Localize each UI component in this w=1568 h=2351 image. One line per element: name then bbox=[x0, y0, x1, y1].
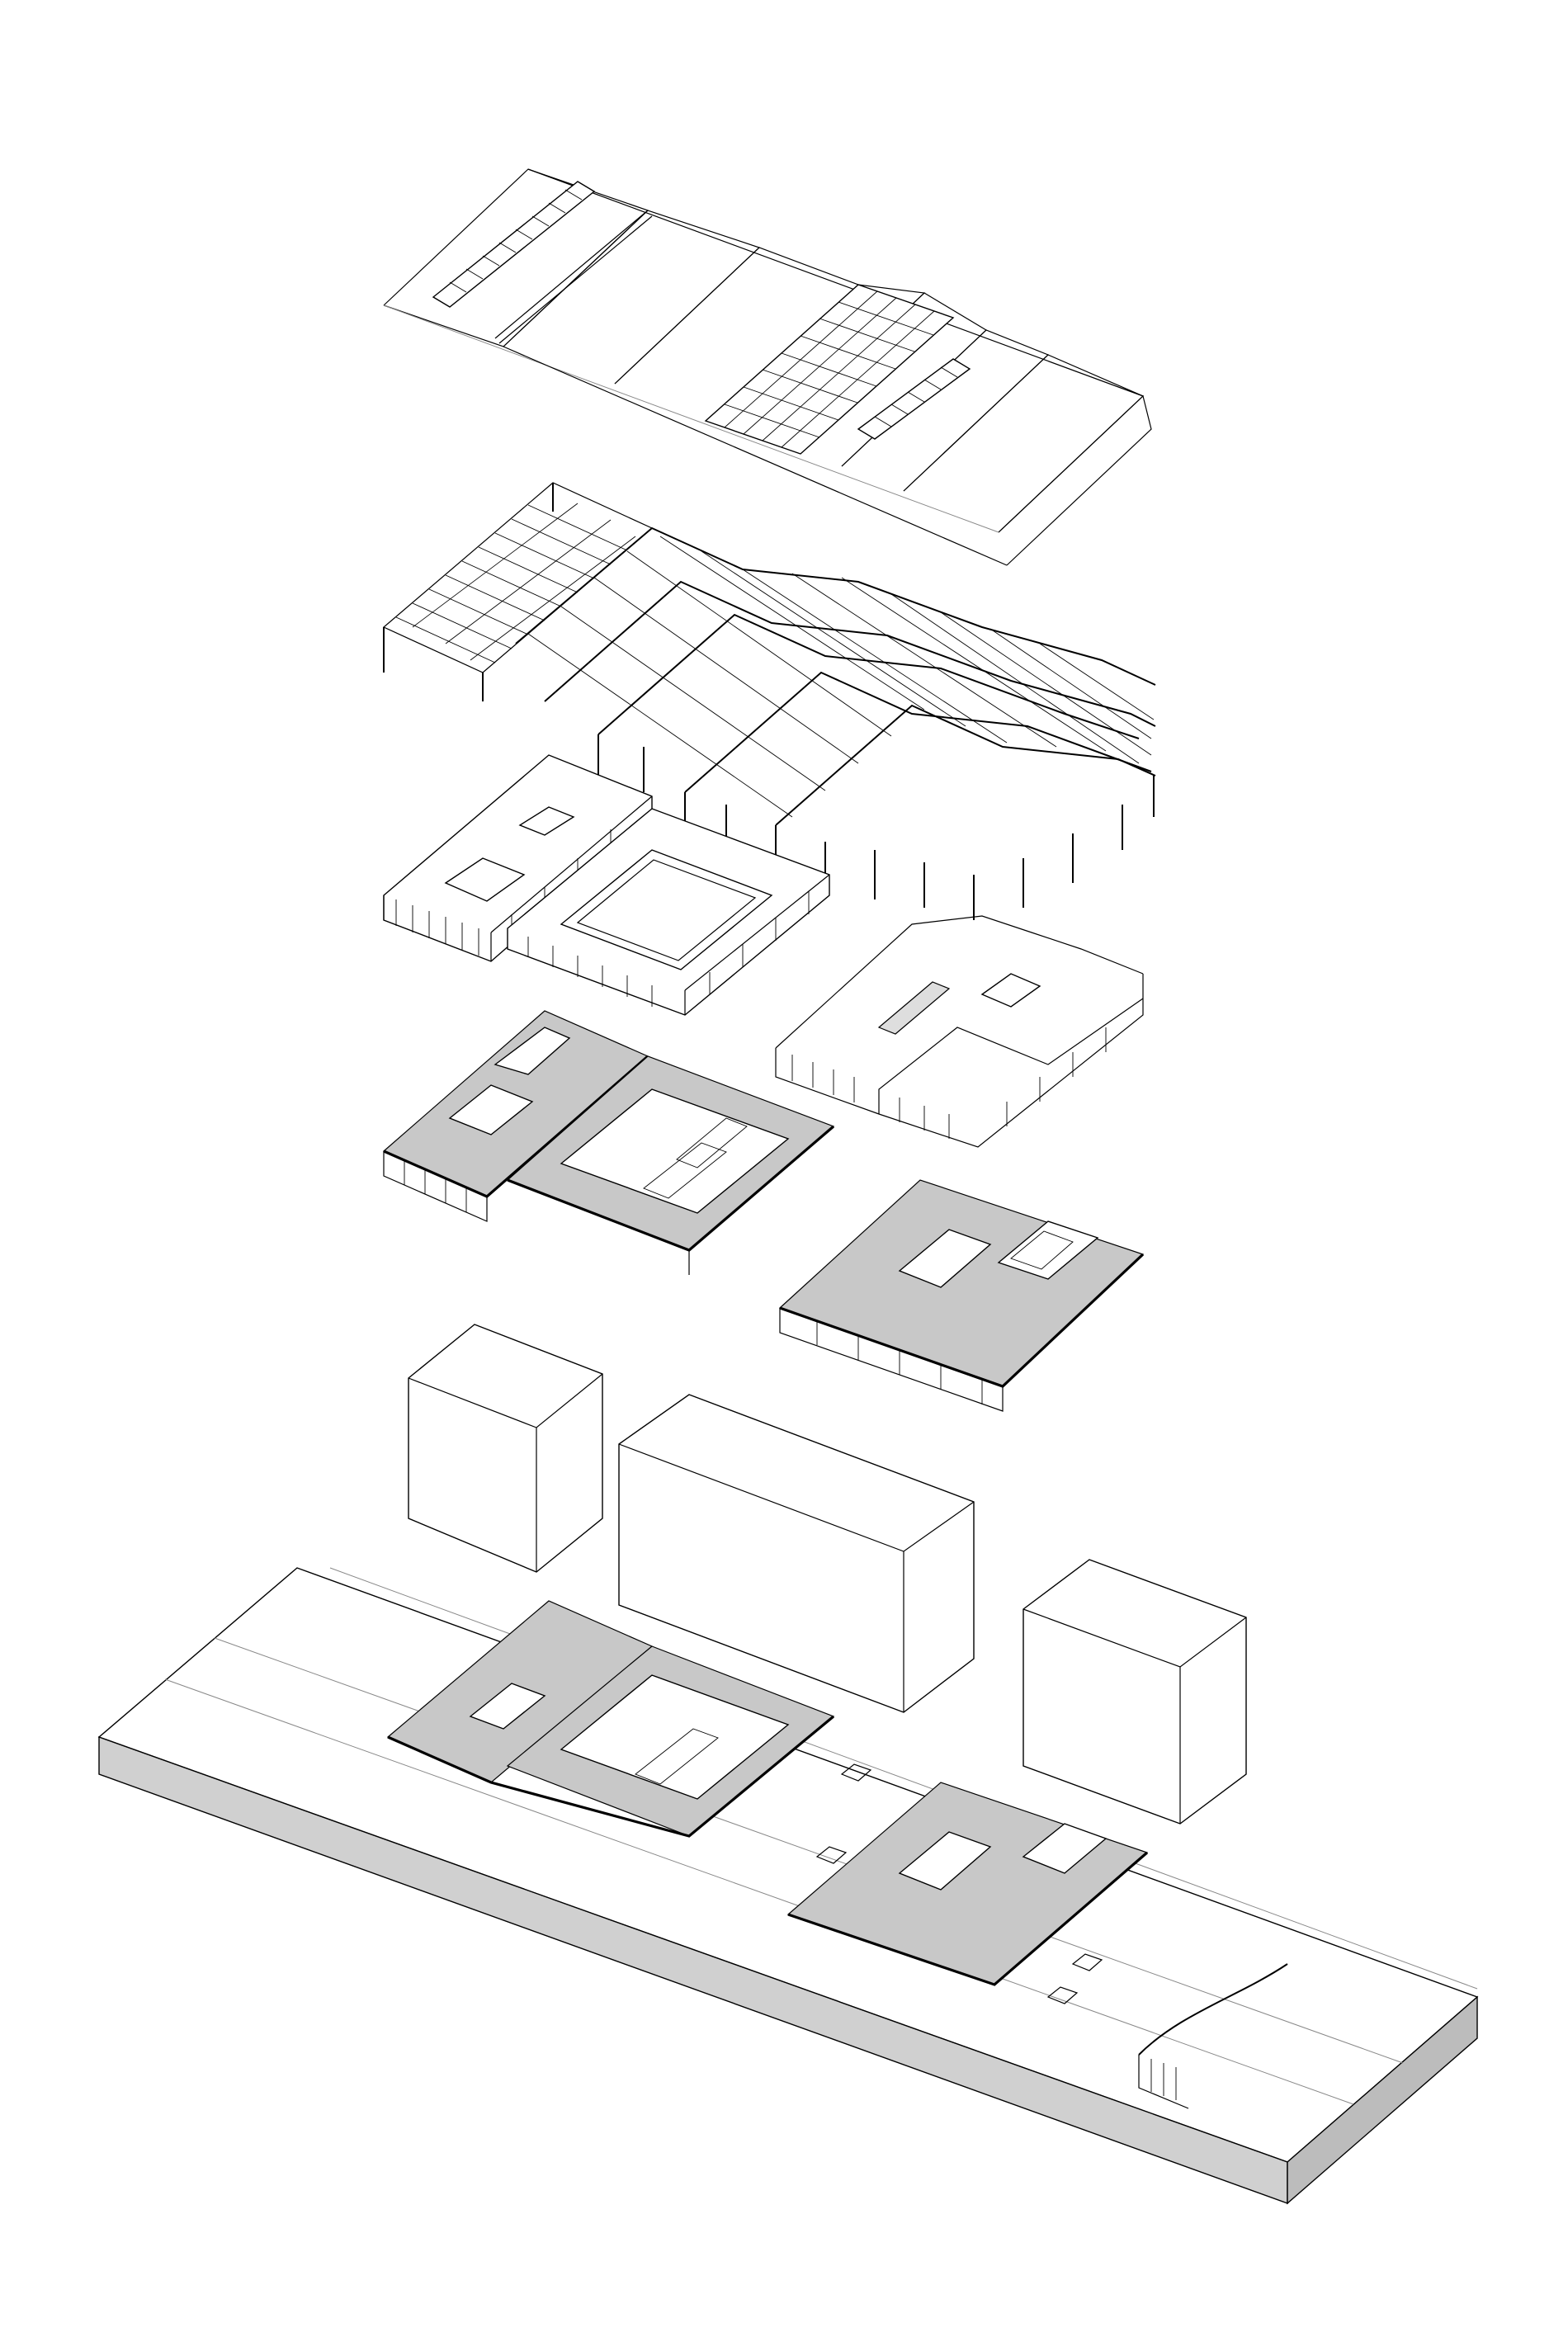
neighbour-block-1 bbox=[408, 1324, 603, 1573]
parking-bays bbox=[815, 1763, 1103, 2004]
roof-cladding-layer bbox=[383, 168, 1152, 566]
ground-site-layer bbox=[97, 1324, 1479, 2205]
frame-grid bbox=[527, 536, 1155, 818]
cafe-tables bbox=[1022, 1823, 1108, 1874]
neighbour-block-3 bbox=[1023, 1559, 1247, 1825]
steel-frame-layer bbox=[382, 482, 1156, 920]
upper-floors-layer bbox=[382, 1010, 1145, 1412]
envelope-mullions-east bbox=[791, 1027, 1107, 1139]
auditorium-seating-ground bbox=[635, 1728, 719, 1785]
floor-mullions-left bbox=[404, 1160, 467, 1212]
frame-columns bbox=[597, 734, 1155, 920]
upper-envelope-layer bbox=[383, 754, 1144, 1148]
glazed-roof-grid bbox=[724, 290, 935, 448]
pavilion bbox=[1138, 1963, 1288, 2109]
truss-web-left bbox=[395, 503, 636, 663]
floor-mullions-right bbox=[816, 1320, 983, 1404]
envelope-mullions-right bbox=[527, 891, 810, 1007]
neighbour-block-2 bbox=[618, 1394, 975, 1713]
skylight-grid-2 bbox=[874, 366, 958, 427]
auditorium-seating-upper bbox=[643, 1117, 748, 1199]
classroom-seating bbox=[1010, 1230, 1074, 1270]
skylight-grid-1 bbox=[449, 189, 583, 293]
